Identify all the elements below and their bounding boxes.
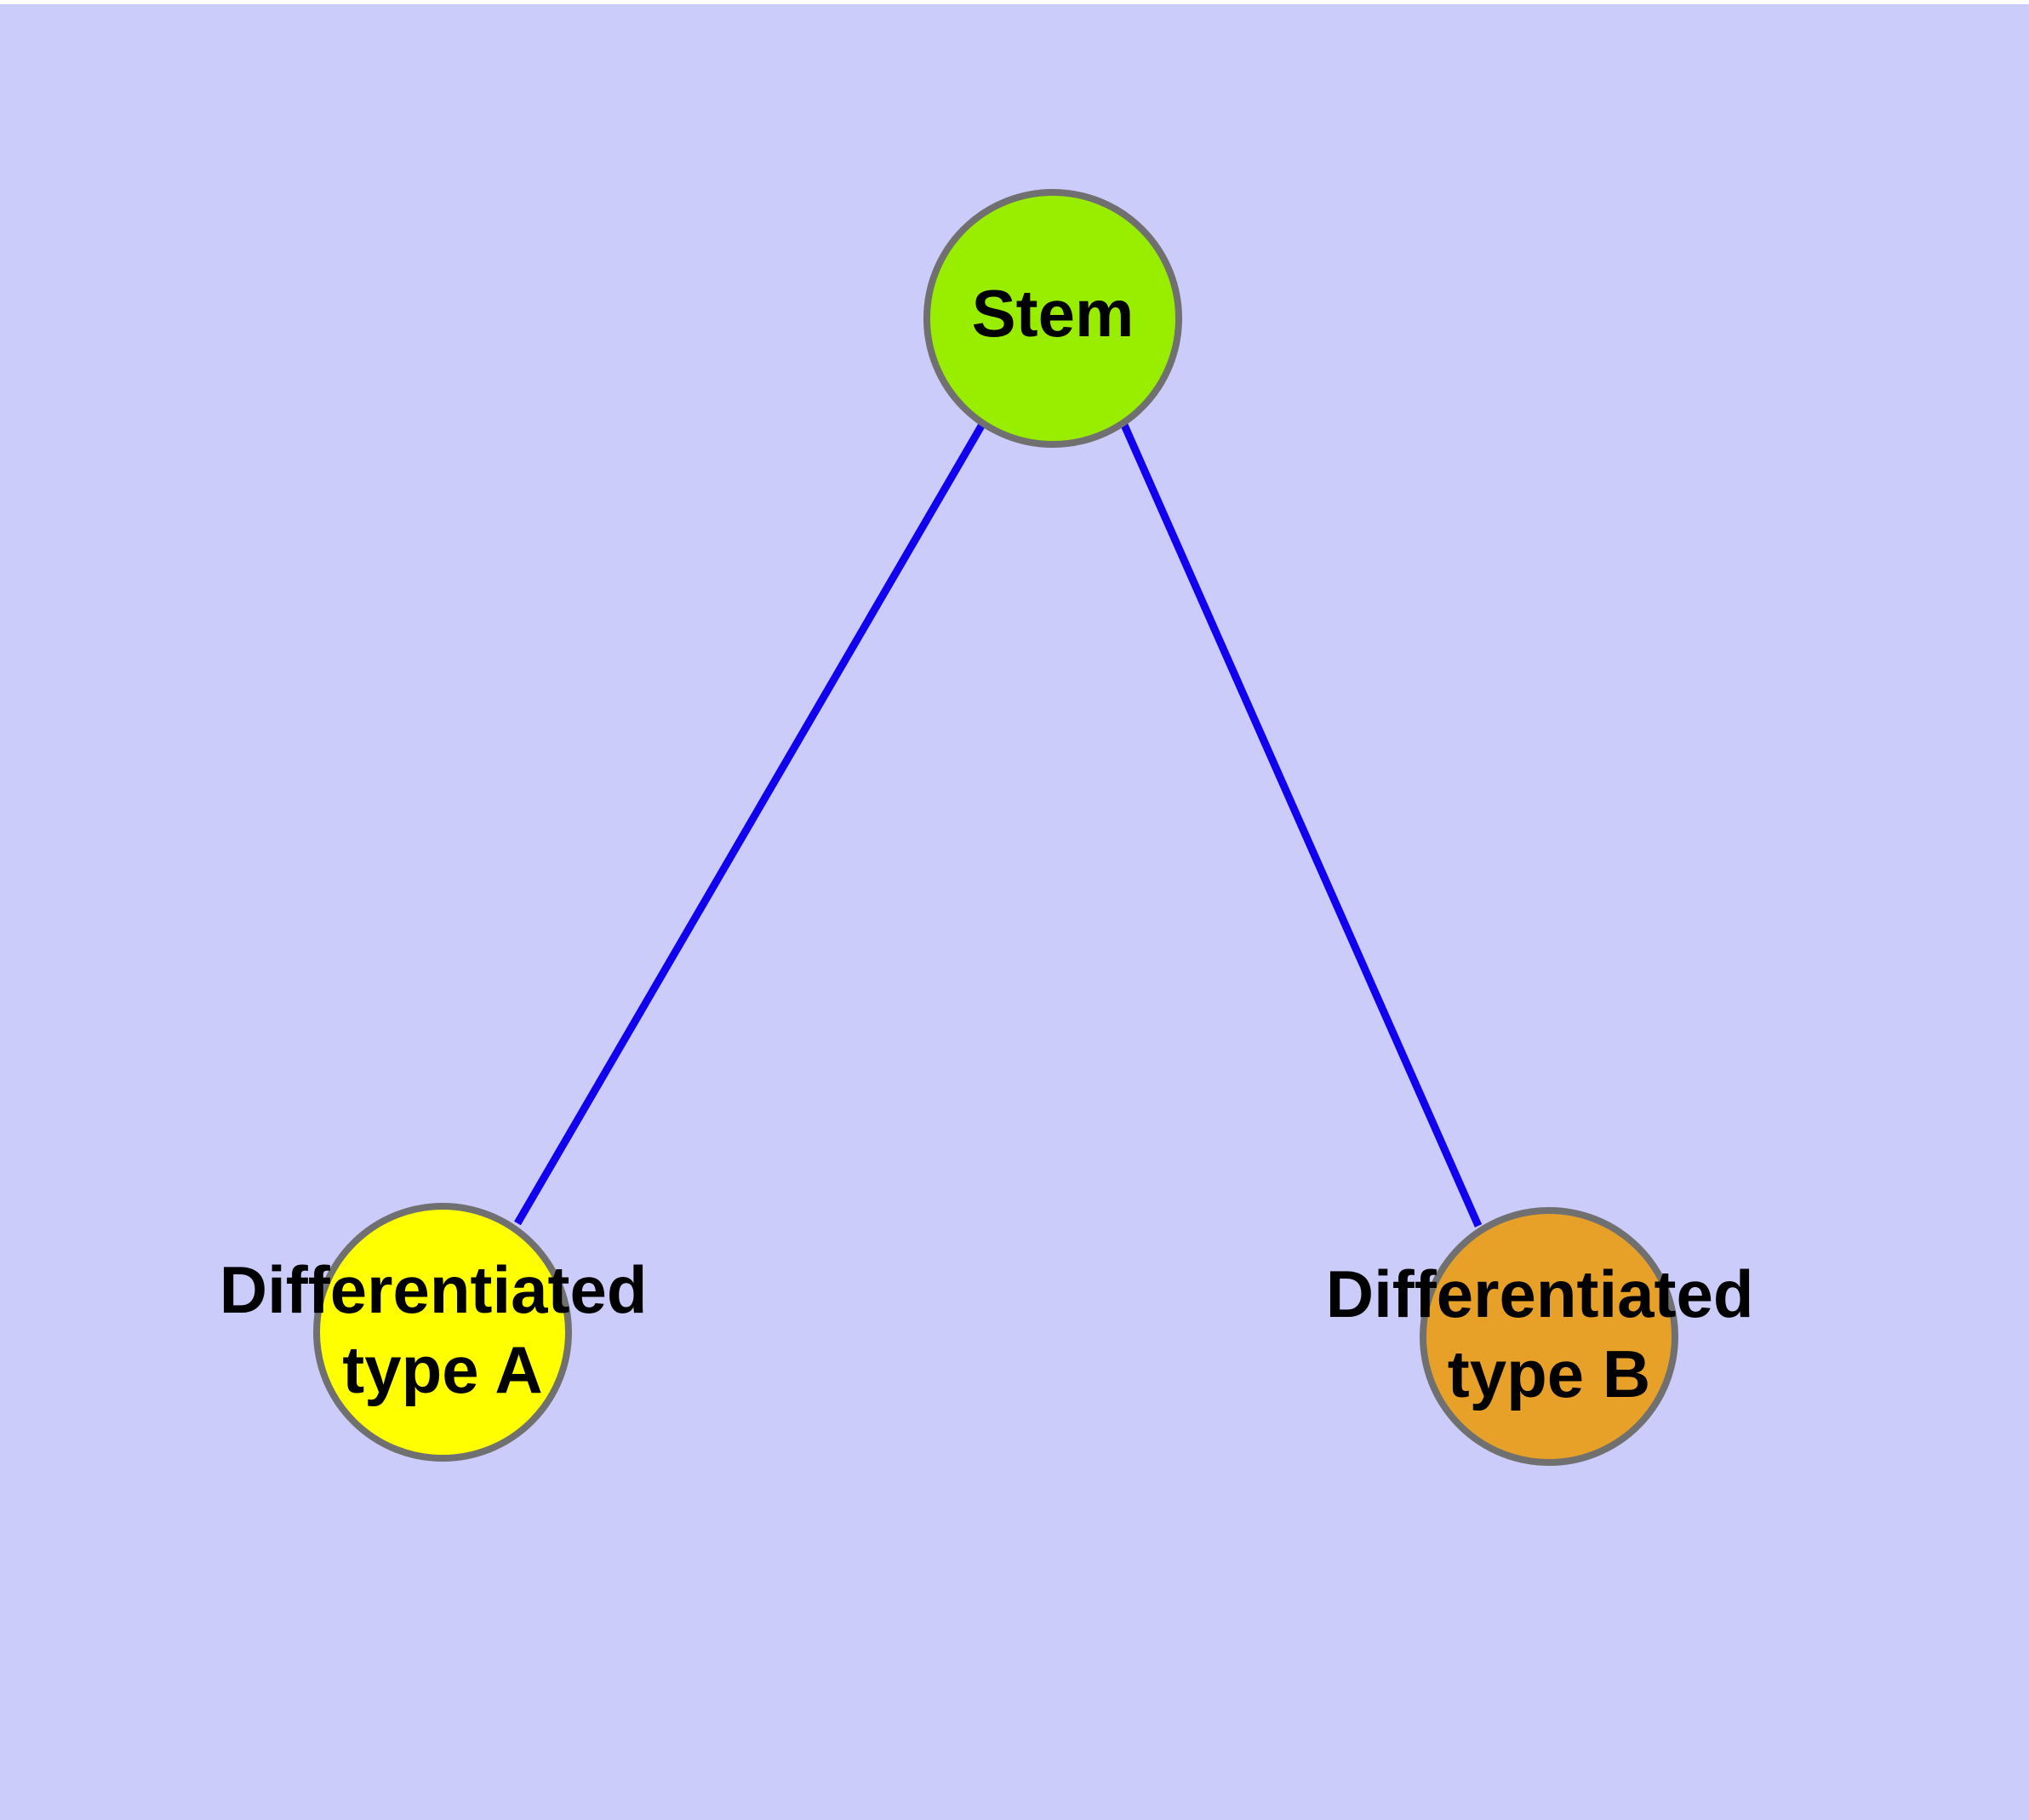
node-stem-label: Stem	[972, 276, 1135, 351]
edge-stem-to-differentiated-type-b[interactable]	[1119, 421, 1483, 1228]
node-differentiated-type-b-label-line-2: type B	[1448, 1336, 1650, 1411]
node-differentiated-type-b-label: Differentiated type B	[1326, 1256, 1772, 1411]
node-differentiated-type-a[interactable]: Differentiated type A	[220, 1203, 666, 1462]
node-differentiated-type-b[interactable]: Differentiated type B	[1326, 1207, 1772, 1466]
node-differentiated-type-a-label-line-2: type A	[342, 1332, 543, 1407]
node-differentiated-type-a-circle[interactable]	[313, 1203, 572, 1462]
node-differentiated-type-b-circle[interactable]	[1420, 1207, 1678, 1466]
node-differentiated-type-b-label-line-1: Differentiated	[1326, 1256, 1754, 1331]
node-stem-label-line-1: Stem	[972, 276, 1135, 351]
node-differentiated-type-a-label-line-1: Differentiated	[220, 1252, 648, 1327]
edge-stem-to-differentiated-type-a[interactable]	[514, 421, 986, 1226]
node-differentiated-type-a-label: Differentiated type A	[220, 1252, 666, 1407]
edge-layer	[514, 421, 1483, 1228]
node-stem[interactable]: Stem	[923, 189, 1182, 448]
node-stem-circle[interactable]	[923, 189, 1182, 448]
